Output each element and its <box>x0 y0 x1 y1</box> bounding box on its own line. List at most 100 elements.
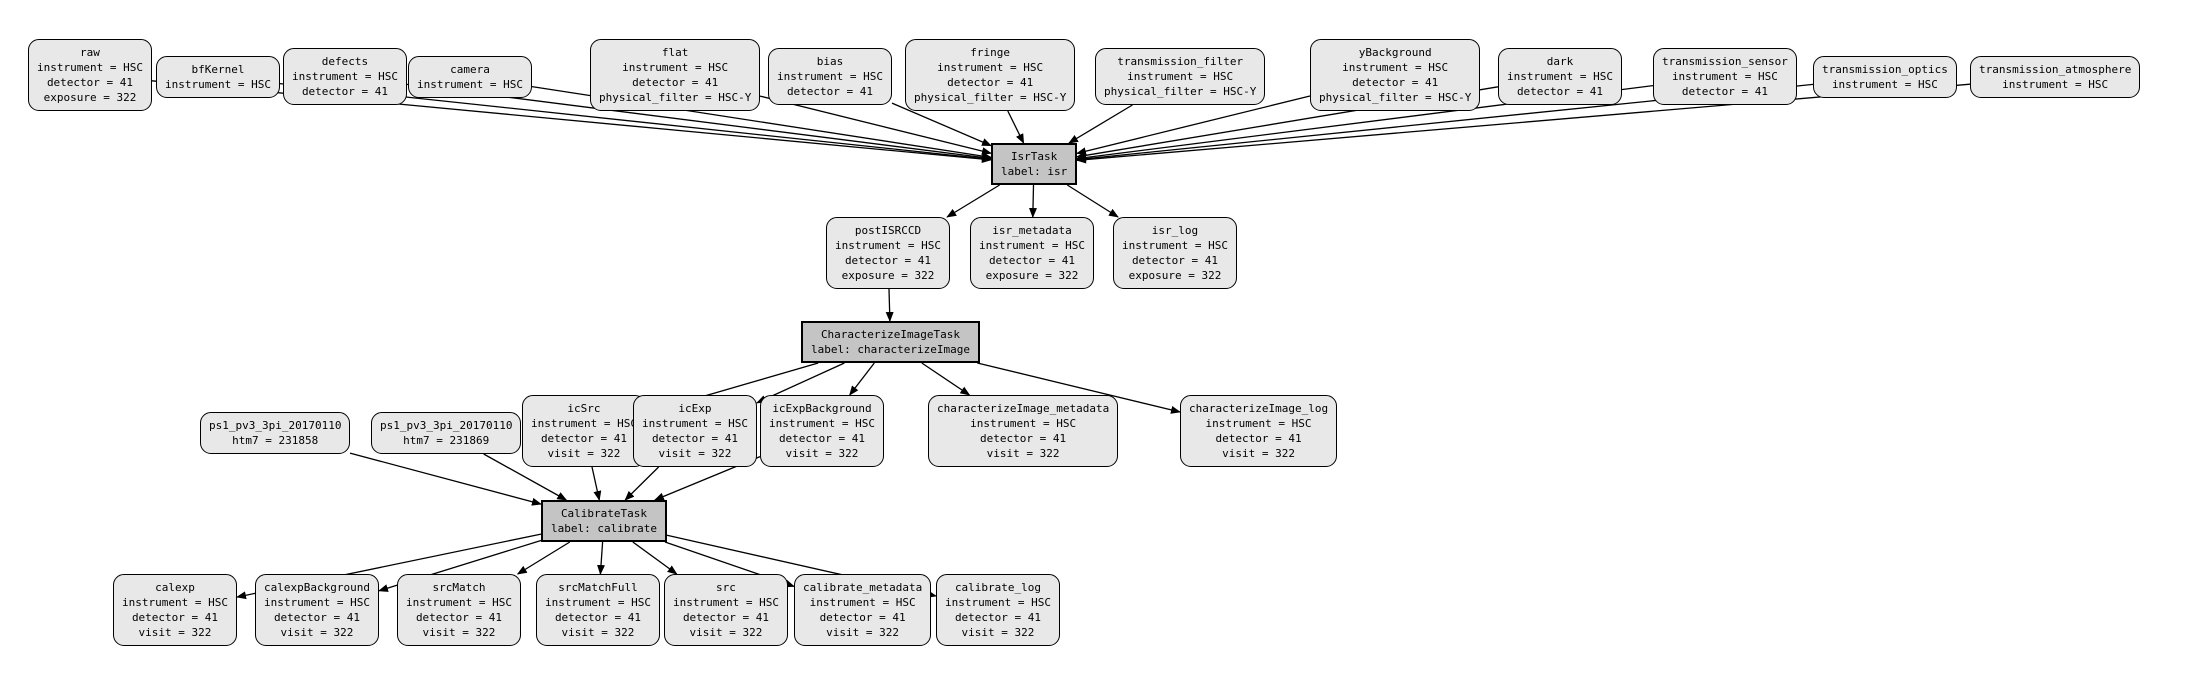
node-dimension-line: instrument = HSC <box>165 78 271 91</box>
node-dimension-line: instrument = HSC <box>545 596 651 609</box>
node-dimension-line: detector = 41 <box>988 254 1076 267</box>
node-dimension-line: instrument = HSC <box>1507 70 1613 83</box>
node-dimension-line: visit = 322 <box>785 447 859 460</box>
dataset-node-flat: flat instrument = HSC detector = 41 physica… <box>590 39 761 111</box>
node-title: characterizeImage_metadata <box>937 402 1110 415</box>
edge-icExp-to-calibrate <box>624 466 660 501</box>
node-dimension-line: label: calibrate <box>551 522 657 535</box>
edge-flat-to-isr <box>759 95 992 156</box>
edge-fringe-to-isr <box>1007 110 1025 144</box>
edge-calibrate-to-srcMatch <box>516 541 571 575</box>
node-title: camera <box>450 63 490 76</box>
node-dimension-line: physical_filter = HSC-Y <box>599 91 752 104</box>
node-dimension-line: detector = 41 <box>554 611 642 624</box>
edge-transmission_filter-to-isr <box>1068 104 1133 144</box>
node-dimension-line: visit = 322 <box>1222 447 1295 460</box>
node-dimension-line: instrument = HSC <box>970 417 1077 430</box>
node-dimension-line: visit = 322 <box>422 626 496 639</box>
node-title: isr_metadata <box>992 224 1072 237</box>
node-dimension-line: exposure = 322 <box>43 91 137 104</box>
node-dimension-line: detector = 41 <box>632 76 719 89</box>
node-title: CalibrateTask <box>560 507 648 520</box>
node-dimension-line: instrument = HSC <box>937 61 1044 74</box>
node-dimension-line: instrument = HSC <box>835 239 941 252</box>
node-dimension-line: instrument = HSC <box>1205 417 1312 430</box>
node-dimension-line: instrument = HSC <box>777 70 883 83</box>
edge-isr-to-postISRCCD <box>946 184 1000 218</box>
node-dimension-line: detector = 41 <box>682 611 770 624</box>
node-title: IsrTask <box>1010 150 1058 163</box>
node-dimension-line: instrument = HSC <box>531 417 637 430</box>
node-dimension-line: instrument = HSC <box>417 78 523 91</box>
edge-characterizeImage-to-icExpBackground <box>849 362 875 396</box>
node-title: ps1_pv3_3pi_20170110 <box>380 419 513 432</box>
node-title: src <box>716 581 736 594</box>
node-title: srcMatch <box>432 581 486 594</box>
node-title: calexp <box>155 581 195 594</box>
node-title: dark <box>1546 55 1574 68</box>
node-title: bfKernel <box>191 63 245 76</box>
node-dimension-line: detector = 41 <box>954 611 1042 624</box>
node-dimension-line: visit = 322 <box>961 626 1035 639</box>
node-dimension-line: physical_filter = HSC-Y <box>1104 85 1257 98</box>
dataset-node-transmission_atmosphere: transmission_atmosphere instrument = HSC <box>1970 56 2141 98</box>
dataset-node-dark: dark instrument = HSC detector = 41 <box>1498 48 1622 105</box>
node-title: icSrc <box>567 402 601 415</box>
node-dimension-line: physical_filter = HSC-Y <box>1319 91 1472 104</box>
node-dimension-line: htm7 = 231858 <box>232 434 319 447</box>
node-title: calibrate_log <box>954 581 1042 594</box>
node-title: flat <box>661 46 689 59</box>
node-dimension-line: detector = 41 <box>786 85 874 98</box>
node-title: calexpBackground <box>264 581 370 594</box>
node-title: bias <box>816 55 844 68</box>
node-dimension-line: visit = 322 <box>986 447 1060 460</box>
edge-yBackground-to-isr <box>1076 95 1311 156</box>
edge-calibrate-to-srcMatchFull <box>597 541 606 575</box>
node-title: defects <box>321 55 369 68</box>
node-dimension-line: instrument = HSC <box>1671 70 1778 83</box>
node-dimension-line: detector = 41 <box>1516 85 1604 98</box>
node-title: isr_log <box>1151 224 1199 237</box>
node-title: transmission_atmosphere <box>1979 63 2132 76</box>
node-dimension-line: instrument = HSC <box>642 417 748 430</box>
node-dimension-line: detector = 41 <box>1352 76 1439 89</box>
node-dimension-line: instrument = HSC <box>2002 78 2109 91</box>
dataset-node-bias: bias instrument = HSC detector = 41 <box>768 48 892 105</box>
edge-isr-to-isr_log <box>1066 184 1119 218</box>
node-dimension-line: instrument = HSC <box>622 61 729 74</box>
node-dimension-line: instrument = HSC <box>1831 78 1938 91</box>
edge-postISRCCD-to-characterizeImage <box>885 288 894 322</box>
node-dimension-line: visit = 322 <box>689 626 763 639</box>
node-dimension-line: detector = 41 <box>273 611 361 624</box>
edge-calibrate-to-src <box>632 541 678 575</box>
node-dimension-line: visit = 322 <box>138 626 212 639</box>
node-title: postISRCCD <box>854 224 922 237</box>
edge-ps1_a-to-calibrate <box>349 452 542 506</box>
node-dimension-line: detector = 41 <box>980 432 1067 445</box>
node-dimension-line: detector = 41 <box>947 76 1034 89</box>
node-dimension-line: label: isr <box>1001 165 1068 178</box>
node-dimension-line: detector = 41 <box>778 432 866 445</box>
node-title: srcMatchFull <box>558 581 638 594</box>
node-title: icExpBackground <box>772 402 872 415</box>
edge-ps1_b-to-calibrate <box>483 453 568 501</box>
node-dimension-line: visit = 322 <box>826 626 900 639</box>
dataset-node-characterizeImage_metadata: characterizeImage_metadata instrument = H… <box>928 395 1119 467</box>
